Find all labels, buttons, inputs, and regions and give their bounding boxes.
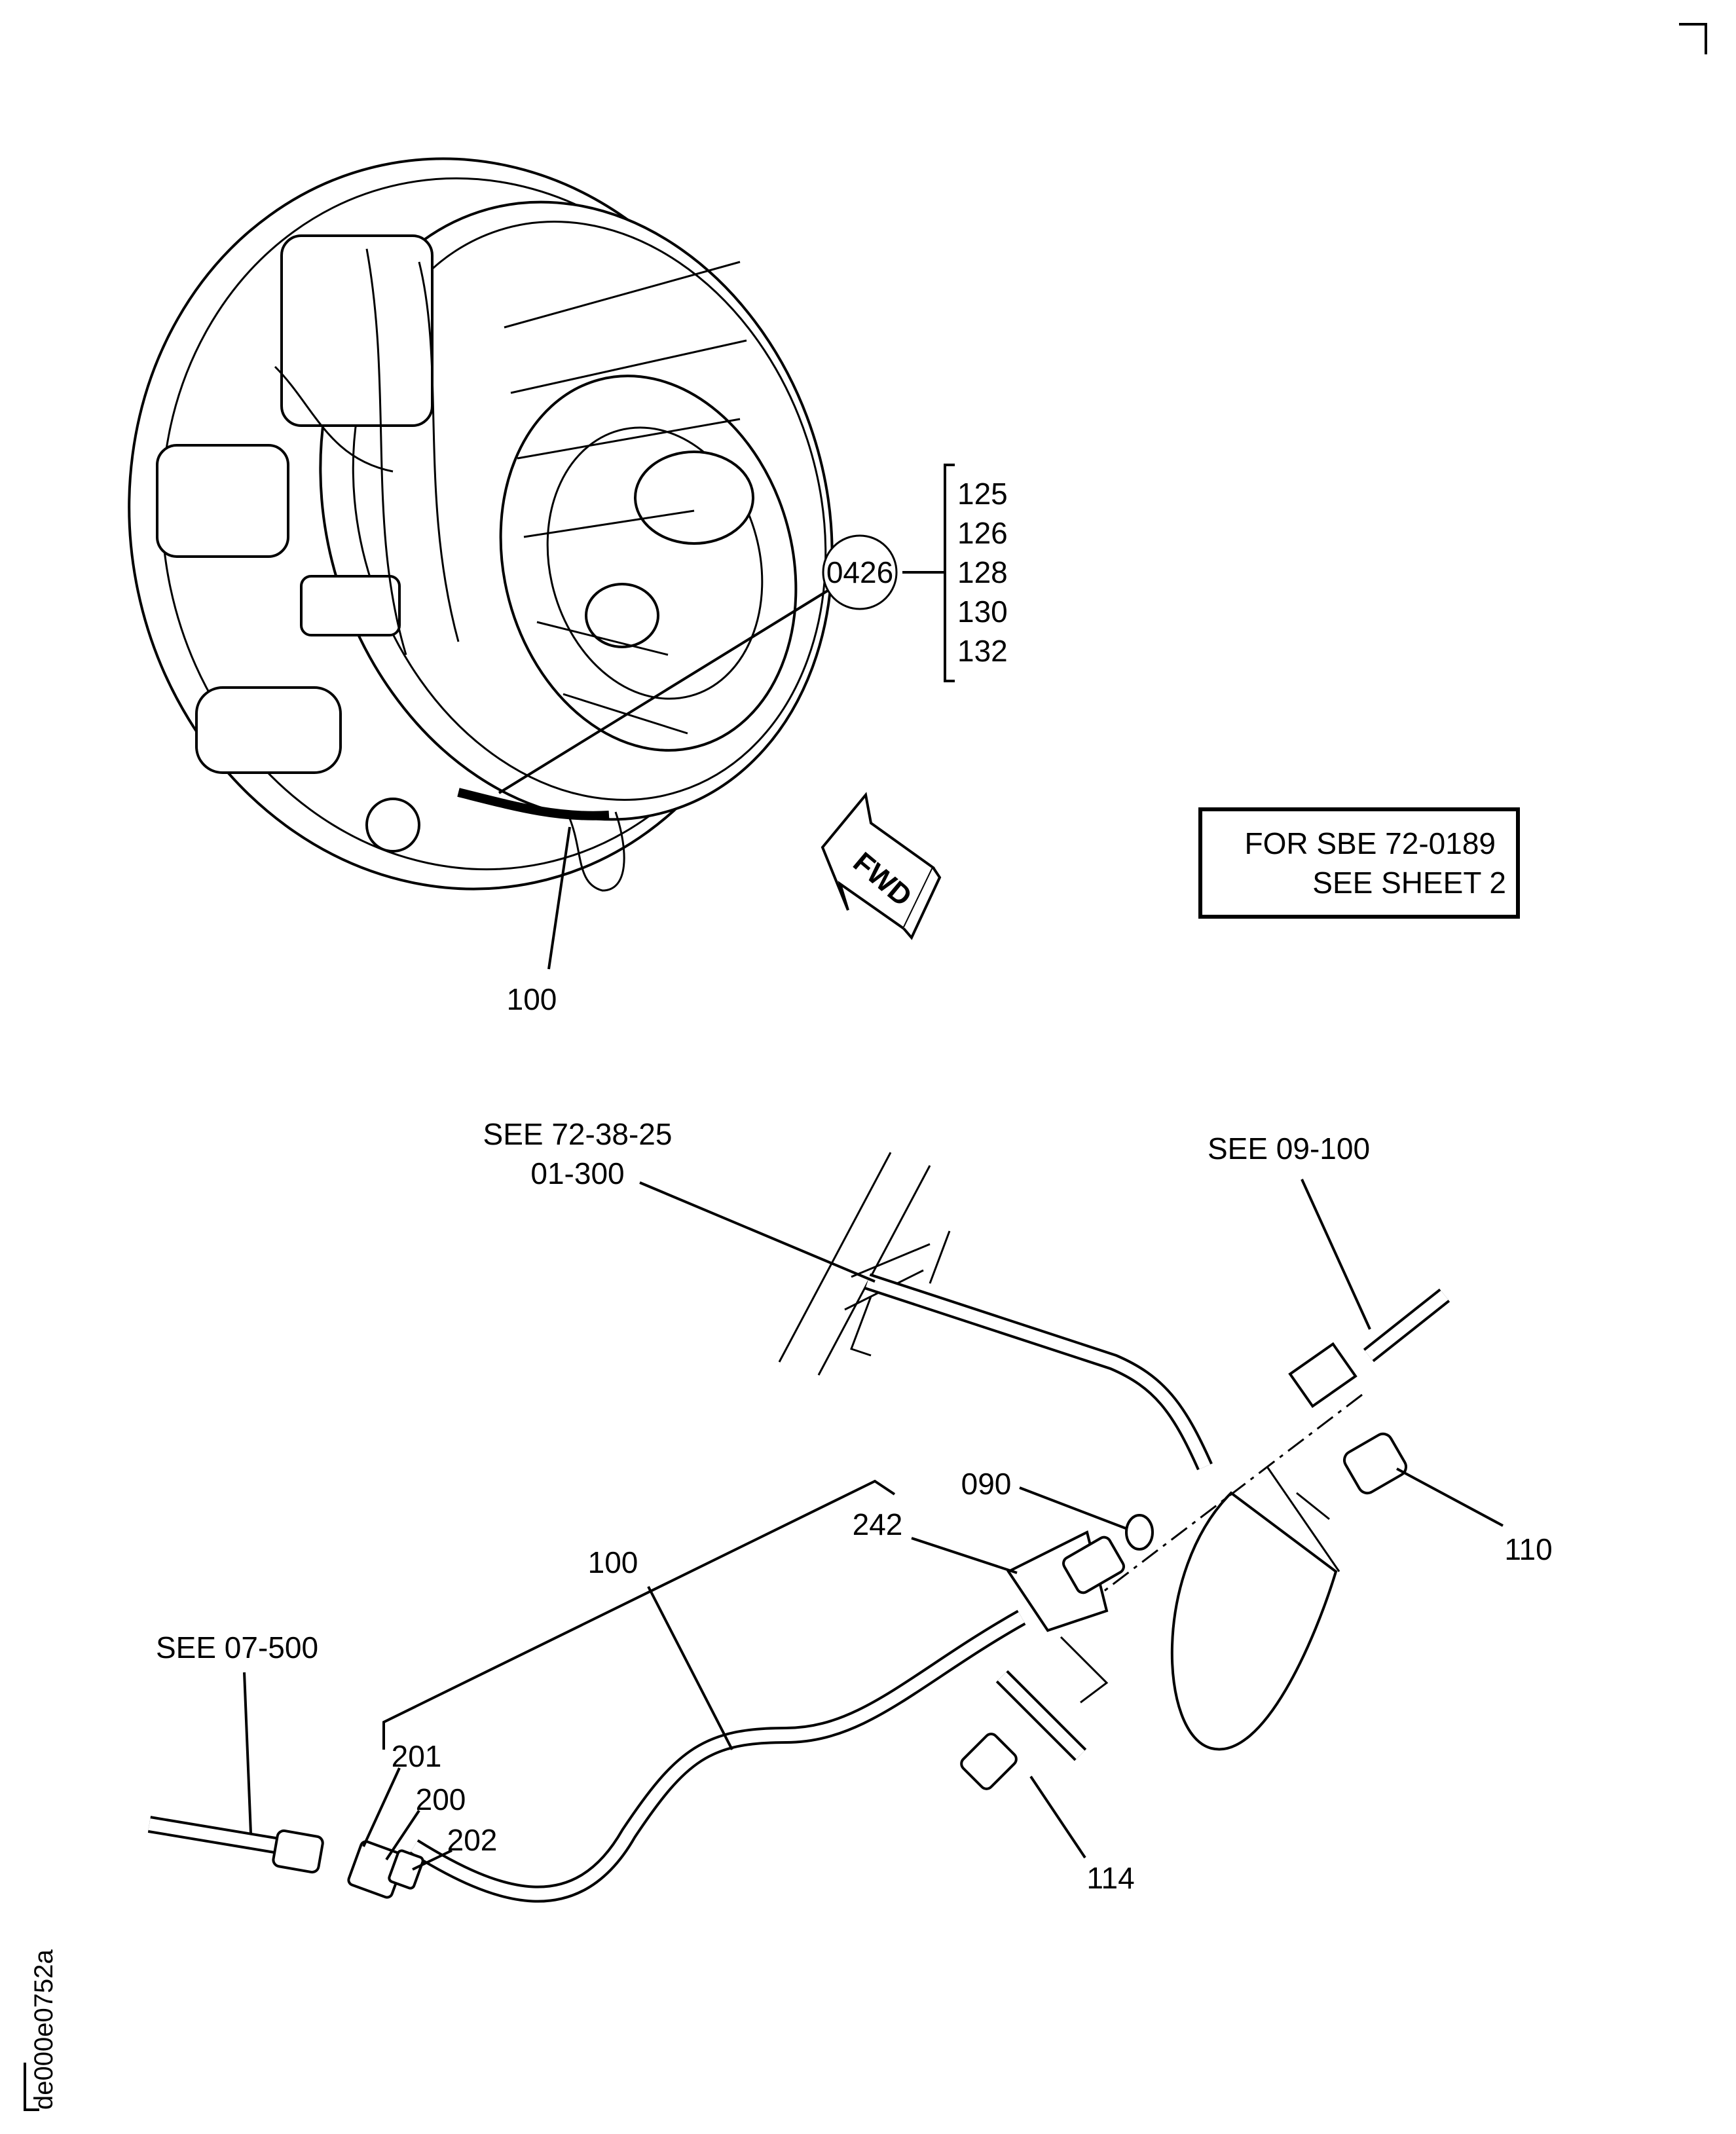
leader-line bbox=[412, 1849, 452, 1871]
support-structure bbox=[778, 1152, 951, 1376]
item-132: 132 bbox=[957, 634, 1008, 668]
item-100-upper: 100 bbox=[507, 982, 557, 1016]
item-110: 110 bbox=[1504, 1532, 1552, 1566]
leader-line bbox=[647, 1586, 733, 1750]
item-130: 130 bbox=[957, 595, 1008, 629]
item-126: 126 bbox=[957, 516, 1008, 550]
part-090 bbox=[1125, 1514, 1154, 1551]
corner-mark-bottom-left bbox=[24, 2063, 39, 2111]
nut-fitting bbox=[1288, 1342, 1357, 1408]
figure-id: de000e0752a bbox=[29, 1949, 58, 2110]
leader-line bbox=[911, 1537, 1018, 1574]
clamp-loop bbox=[1170, 1491, 1338, 1751]
item-100-lower: 100 bbox=[588, 1545, 638, 1579]
ref-07-500: SEE 07-500 bbox=[156, 1630, 318, 1665]
leader-line bbox=[498, 589, 829, 794]
item-200: 200 bbox=[416, 1782, 466, 1816]
item-090: 090 bbox=[961, 1467, 1012, 1501]
note-line-1: FOR SBE 72-0189 bbox=[1244, 826, 1496, 860]
leader-line bbox=[1301, 1179, 1371, 1330]
assembly-axis bbox=[1060, 1393, 1363, 1625]
ref-72-38-25-line2: 01-300 bbox=[530, 1156, 624, 1190]
leader-line bbox=[243, 1672, 252, 1834]
part-114 bbox=[960, 1733, 1018, 1790]
callout-circle bbox=[822, 534, 898, 610]
leader-line bbox=[385, 1809, 420, 1861]
fwd-arrow: FWD bbox=[821, 792, 942, 940]
group-bracket bbox=[382, 1479, 896, 1750]
union-fitting bbox=[272, 1829, 324, 1874]
item-125: 125 bbox=[957, 477, 1008, 511]
leader-line bbox=[547, 826, 571, 970]
item-242: 242 bbox=[853, 1507, 903, 1541]
part-110 bbox=[1342, 1432, 1408, 1495]
tube-100 bbox=[409, 1610, 1026, 1903]
tube-01-300 bbox=[864, 1273, 1213, 1471]
corner-mark-top-right bbox=[1679, 23, 1707, 54]
callout-0426: 0426 bbox=[826, 555, 893, 589]
leader-line bbox=[1029, 1775, 1086, 1859]
item-128: 128 bbox=[957, 555, 1008, 589]
ref-09-100: SEE 09-100 bbox=[1208, 1131, 1370, 1166]
leader-line bbox=[362, 1767, 401, 1847]
ref-72-38-25-line1: SEE 72-38-25 bbox=[483, 1117, 673, 1151]
part-202 bbox=[388, 1849, 424, 1890]
engine-illustration bbox=[128, 157, 834, 892]
item-202: 202 bbox=[447, 1823, 498, 1857]
note-line-2: SEE SHEET 2 bbox=[1312, 866, 1506, 900]
note-box bbox=[1198, 807, 1520, 919]
leader-line bbox=[639, 1181, 876, 1283]
leader-line bbox=[1396, 1467, 1504, 1527]
leader-line bbox=[1019, 1486, 1126, 1530]
item-201: 201 bbox=[392, 1739, 442, 1773]
item-bracket bbox=[944, 464, 955, 682]
item-114: 114 bbox=[1086, 1861, 1134, 1895]
